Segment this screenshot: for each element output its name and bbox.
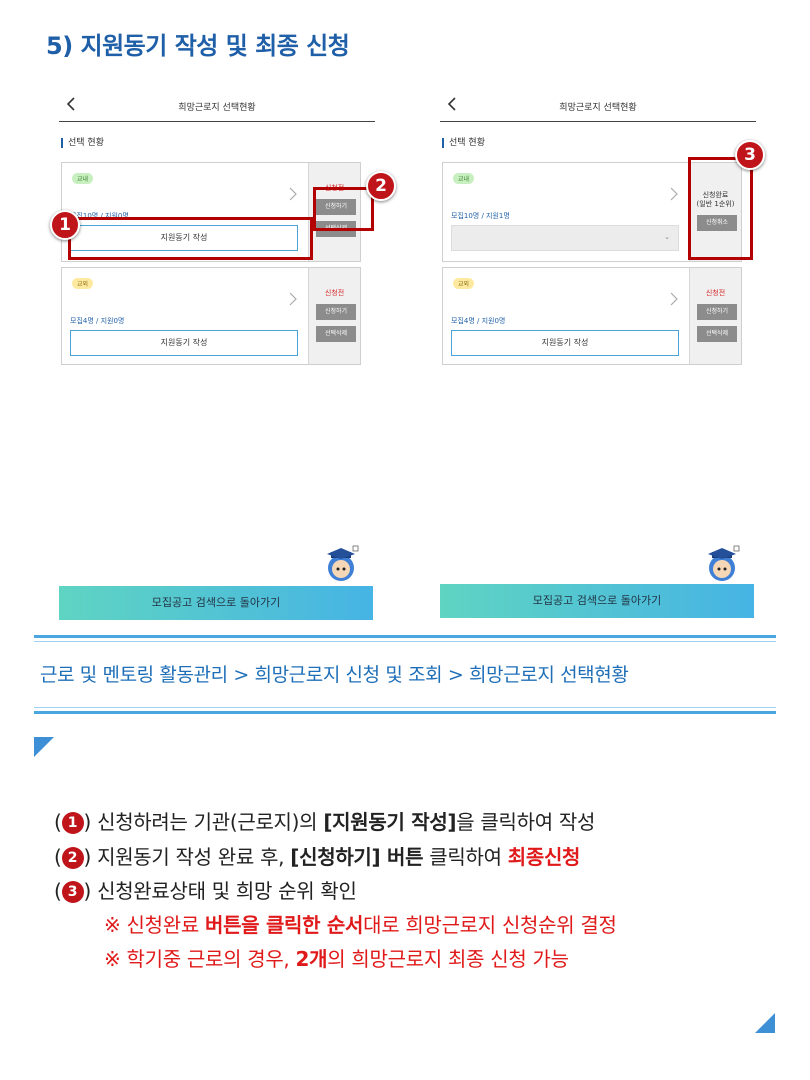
chevron-down-icon: ⌄ (664, 233, 670, 241)
write-motive-button[interactable]: 지원동기 작성 (70, 330, 298, 356)
instruction-step-1: (1) 신청하려는 기관(근로지)의 [지원동기 작성]을 클릭하여 작성 (54, 806, 595, 835)
note-text: 대로 희망근로지 신청순위 결정 (363, 913, 617, 937)
campus-tag: 교내 (453, 173, 475, 184)
corner-decoration (34, 737, 54, 757)
chevron-right-icon[interactable] (289, 187, 298, 201)
back-to-search-button[interactable]: 모집공고 검색으로 돌아가기 (59, 586, 373, 620)
card-main[interactable]: 교내 모집10명 / 지원0명 지원동기 작성 (62, 163, 310, 261)
delete-selection-button[interactable]: 선택삭제 (697, 326, 737, 342)
step-badge-1: 1 (50, 210, 80, 240)
recruit-count: 모집4명 / 지원0명 (70, 317, 125, 325)
instruction-text: 지원동기 작성 완료 후, (91, 845, 291, 869)
divider-bottom (34, 707, 776, 714)
final-apply-emphasis: 최종신청 (507, 845, 581, 869)
screen-header: 희망근로지 선택현황 (440, 92, 756, 122)
instruction-text: 신청완료상태 및 희망 순위 확인 (91, 879, 357, 903)
note-text: ※ 신청완료 (104, 913, 205, 937)
step-badge-2: 2 (366, 171, 396, 201)
mascot-icon (327, 545, 359, 581)
write-motive-button[interactable]: 지원동기 작성 (70, 225, 298, 251)
screen-header: 희망근로지 선택현황 (59, 92, 375, 122)
card-status-panel: 신청완료 (일반 1순위) 신청취소 (689, 163, 741, 261)
note-emphasis: 2개 (295, 947, 328, 971)
section-label: 선택 현황 (442, 138, 485, 148)
offcampus-tag: 교외 (453, 278, 475, 289)
right-screenshot: 희망근로지 선택현황 선택 현황 교내 모집10명 / 지원1명 ⌄ 신청완료 … (436, 92, 760, 622)
paren: ) (83, 810, 92, 834)
step-badge-3: 3 (735, 140, 765, 170)
divider-top (34, 635, 776, 642)
workplace-card-1: 교내 모집10명 / 지원1명 ⌄ 신청완료 (일반 1순위) 신청취소 (442, 162, 742, 262)
paren: ( (54, 879, 62, 903)
priority-text: (일반 1순위) (696, 200, 735, 208)
note-semester-limit: ※ 학기중 근로의 경우, 2개의 희망근로지 최종 신청 가능 (104, 943, 569, 972)
note-emphasis: 버튼을 클릭한 순서 (204, 913, 364, 937)
card-status-panel: 신청전 신청하기 선택삭제 (689, 268, 741, 364)
apply-button[interactable]: 신청하기 (316, 199, 356, 215)
delete-selection-button[interactable]: 선택삭제 (316, 326, 356, 342)
card-status-panel: 신청전 신청하기 선택삭제 (308, 268, 360, 364)
step-number-1: 1 (61, 812, 84, 834)
instruction-text: 클릭하여 (423, 845, 508, 869)
note-application-order: ※ 신청완료 버튼을 클릭한 순서대로 희망근로지 신청순위 결정 (104, 909, 617, 938)
step-number-3: 3 (61, 881, 84, 903)
workplace-card-1: 교내 모집10명 / 지원0명 지원동기 작성 신청전 신청하기 선택삭제 (61, 162, 361, 262)
write-motive-button[interactable]: 지원동기 작성 (451, 330, 679, 356)
back-arrow-icon[interactable] (446, 96, 458, 112)
chevron-right-icon[interactable] (670, 292, 679, 306)
breadcrumb: 근로 및 멘토링 활동관리 > 희망근로지 신청 및 조회 > 희망근로지 선택… (40, 664, 629, 686)
status-text: 신청전 (324, 289, 345, 297)
paren: ) (83, 845, 92, 869)
back-to-search-button[interactable]: 모집공고 검색으로 돌아가기 (440, 584, 754, 618)
card-main[interactable]: 교외 모집4명 / 지원0명 지원동기 작성 (443, 268, 691, 364)
highlight-apply-button (313, 187, 374, 231)
paren: ( (54, 810, 62, 834)
cancel-application-button[interactable]: 신청취소 (697, 215, 737, 231)
status-text: 신청전 (705, 289, 726, 297)
mascot-icon (708, 545, 740, 581)
back-arrow-icon[interactable] (65, 96, 77, 112)
instruction-step-3: (3) 신청완료상태 및 희망 순위 확인 (54, 875, 357, 904)
instruction-emphasis: [지원동기 작성] (323, 810, 457, 834)
recruit-count: 모집4명 / 지원0명 (451, 317, 506, 325)
note-text: 의 희망근로지 최종 신청 가능 (327, 947, 569, 971)
card-status-panel: 신청전 신청하기 선택삭제 (308, 163, 360, 261)
note-text: ※ 학기중 근로의 경우, (104, 947, 296, 971)
instruction-text: 을 클릭하여 작성 (456, 810, 596, 834)
screen-title: 희망근로지 선택현황 (559, 103, 637, 113)
instruction-step-2: (2) 지원동기 작성 완료 후, [신청하기] 버튼 클릭하여 최종신청 (54, 841, 580, 870)
offcampus-tag: 교외 (72, 278, 94, 289)
highlight-status-panel (688, 157, 753, 260)
chevron-right-icon[interactable] (289, 292, 298, 306)
workplace-card-2: 교외 모집4명 / 지원0명 지원동기 작성 신청전 신청하기 선택삭제 (61, 267, 361, 365)
instruction-emphasis: [신청하기] 버튼 (290, 845, 424, 869)
card-main[interactable]: 교내 모집10명 / 지원1명 ⌄ (443, 163, 691, 261)
recruit-count: 모집10명 / 지원1명 (451, 212, 510, 220)
apply-button[interactable]: 신청하기 (697, 304, 737, 320)
paren: ( (54, 845, 62, 869)
screen-title: 희망근로지 선택현황 (178, 103, 256, 113)
workplace-card-2: 교외 모집4명 / 지원0명 지원동기 작성 신청전 신청하기 선택삭제 (442, 267, 742, 365)
campus-tag: 교내 (72, 173, 94, 184)
status-text: 신청완료 (702, 191, 729, 199)
page-title: 5) 지원동기 작성 및 최종 신청 (46, 32, 350, 60)
apply-button[interactable]: 신청하기 (316, 304, 356, 320)
chevron-right-icon[interactable] (670, 187, 679, 201)
recruit-count: 모집10명 / 지원0명 (70, 212, 129, 220)
instruction-text: 신청하려는 기관(근로지)의 (91, 810, 324, 834)
paren: ) (83, 879, 92, 903)
highlight-motive-button (68, 217, 313, 260)
section-label: 선택 현황 (61, 138, 104, 148)
corner-decoration (755, 1013, 775, 1033)
left-screenshot: 희망근로지 선택현황 선택 현황 교내 모집10명 / 지원0명 지원동기 작성… (55, 92, 379, 622)
priority-select[interactable]: ⌄ (451, 225, 679, 251)
card-main[interactable]: 교외 모집4명 / 지원0명 지원동기 작성 (62, 268, 310, 364)
step-number-2: 2 (61, 847, 84, 869)
